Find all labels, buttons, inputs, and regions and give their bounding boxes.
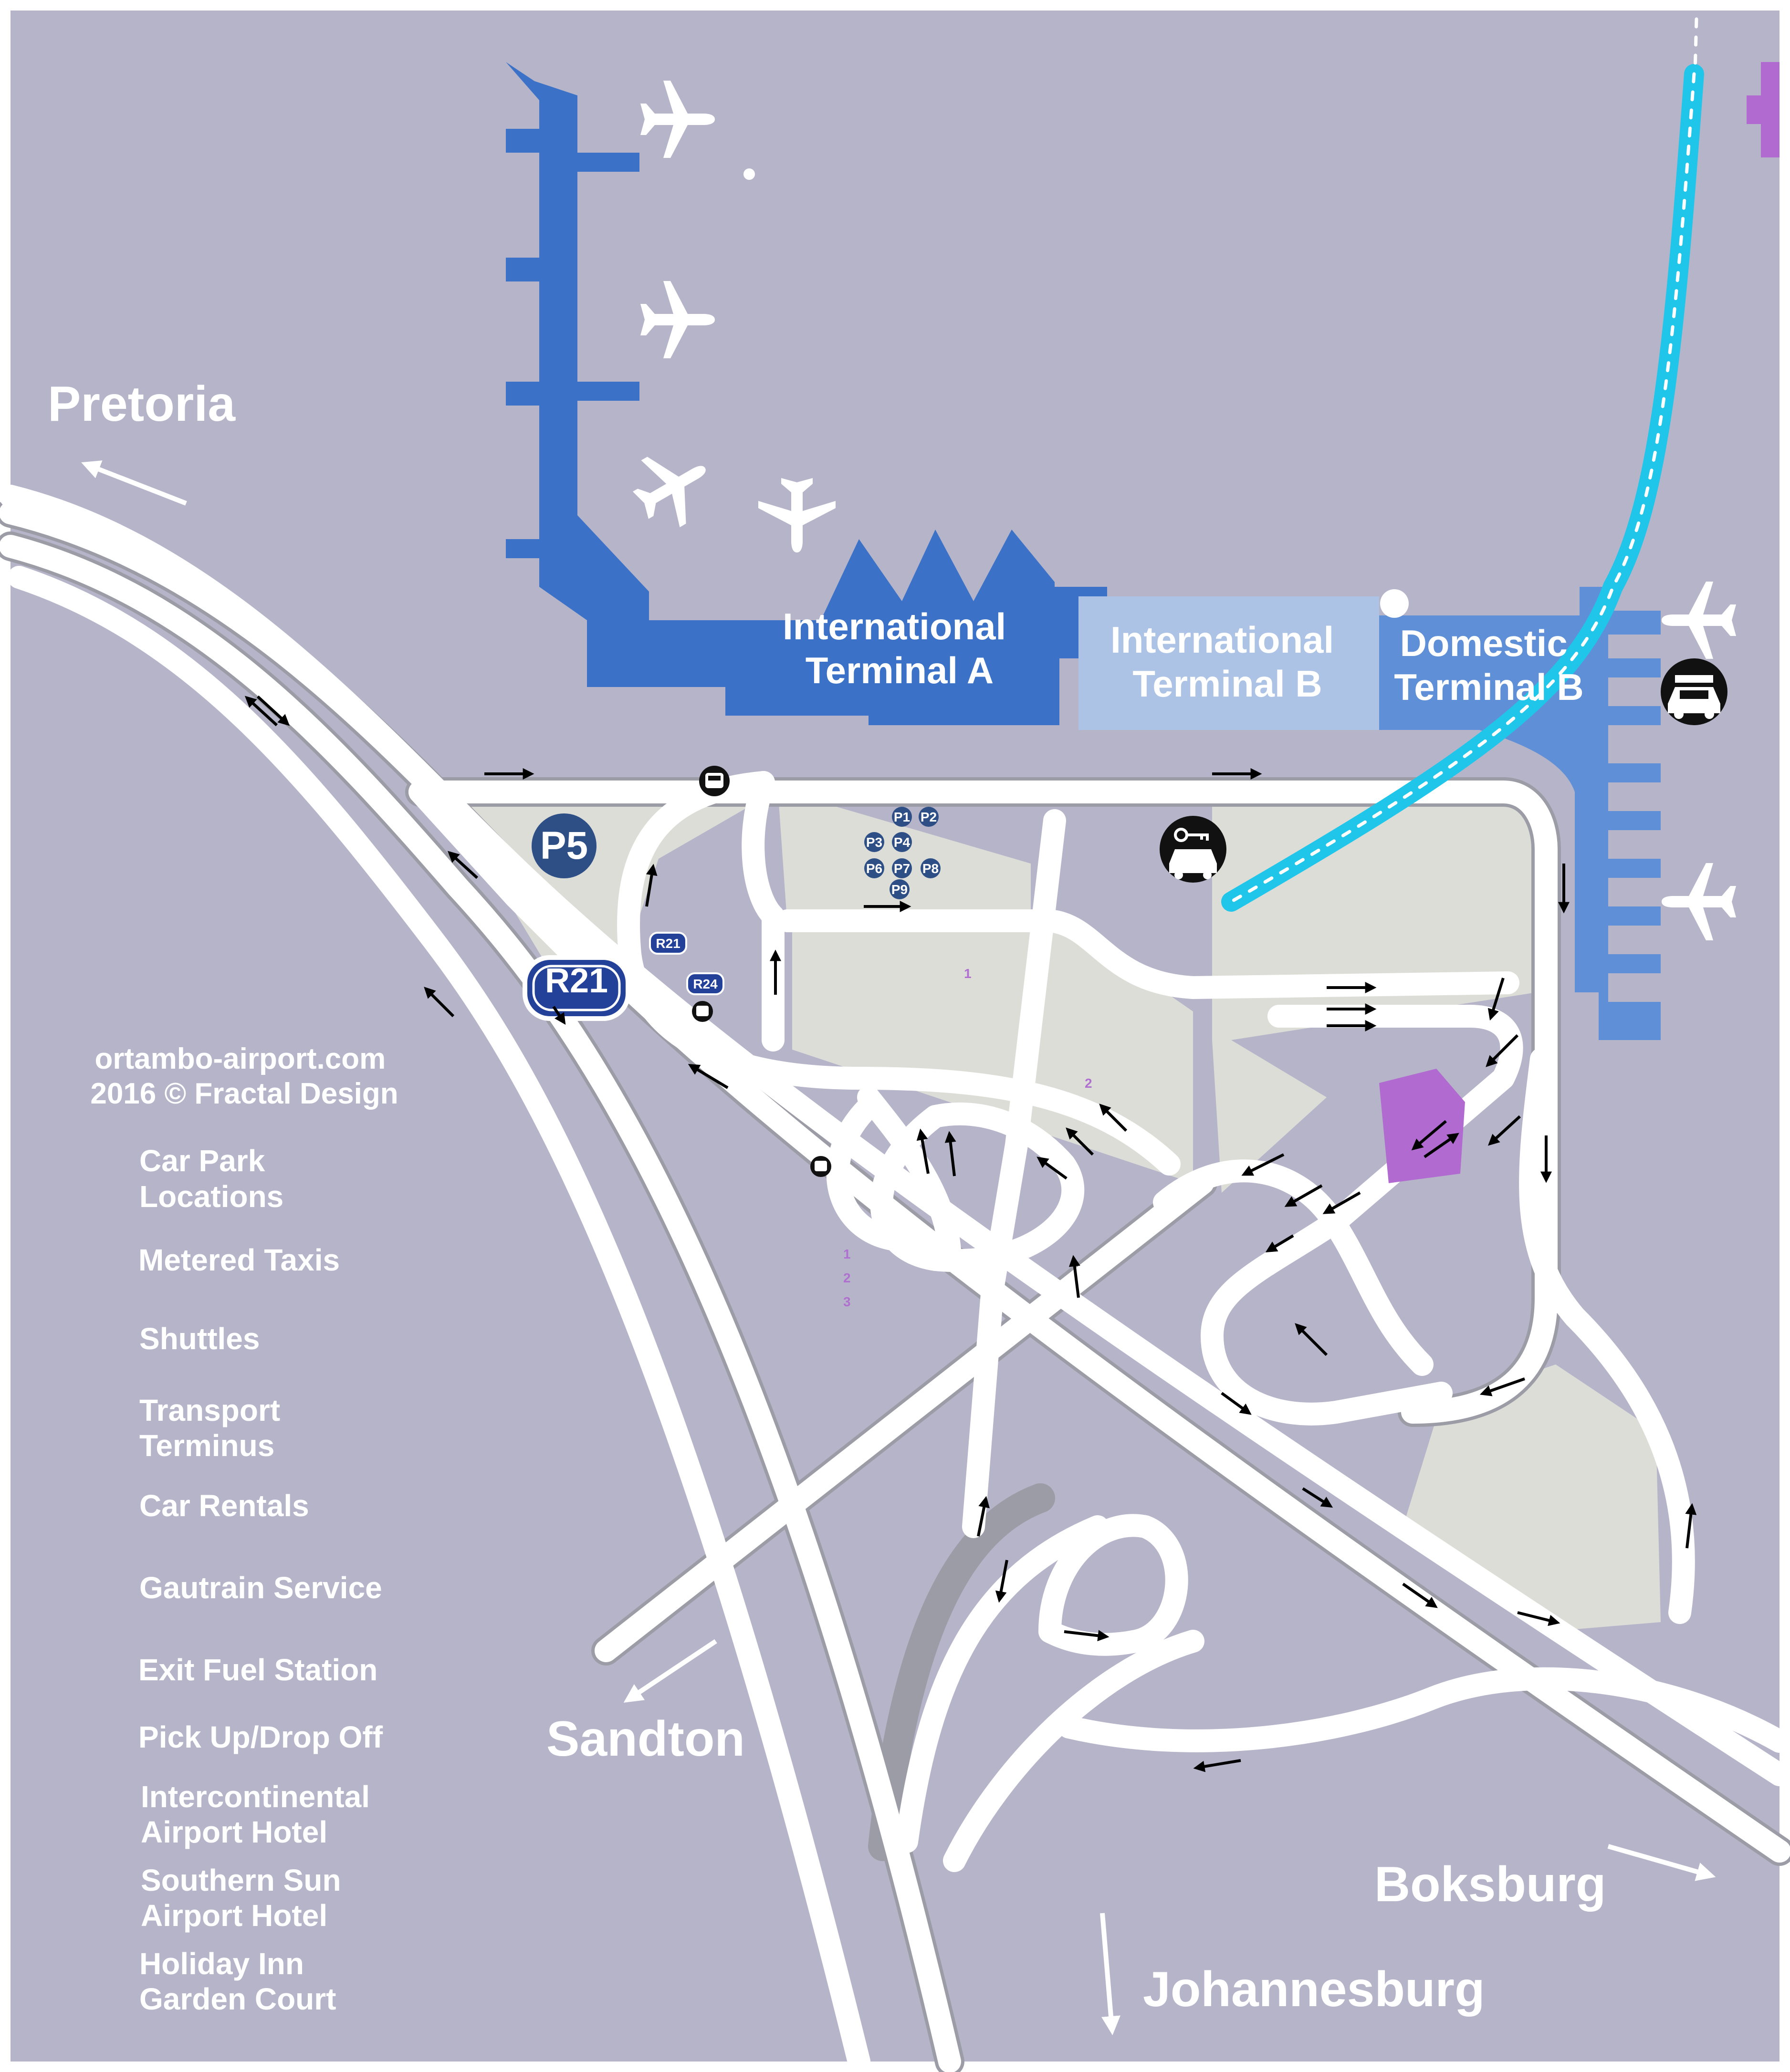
legend-intercontinental-airport-hotel[interactable]: Intercontinental Airport Hotel [141,1780,378,1849]
label-domestic-terminal-b: Domestic Terminal B [1394,622,1583,708]
arrow-boksburg [1607,1844,1716,1881]
legend-car-park-locations[interactable]: Car Park Locations [139,1144,283,1214]
svg-text:R21: R21 [656,936,680,951]
svg-text:P8: P8 [922,861,939,876]
svg-text:P2: P2 [921,810,937,824]
car-park-central[interactable] [778,790,1031,926]
parking-badge-p2[interactable]: P2 [919,807,939,827]
international-pier[interactable] [506,62,1107,725]
gautrain-line [1221,17,1704,912]
svg-text:P3: P3 [866,835,882,850]
shuttle-icon[interactable] [692,1001,713,1022]
parking-badge-p5[interactable]: P5 [532,813,597,878]
route-shield-r21-large[interactable]: R21 [523,955,630,1021]
destination-arrows [81,460,1716,2035]
lane-number: 3 [843,1294,851,1309]
lane-number: 1 [964,966,972,981]
route-shield-r21-large-label: R21 [545,962,608,1000]
car-park-p5[interactable] [444,787,783,992]
parking-badge-p9[interactable]: P9 [890,879,910,899]
svg-text:P6: P6 [866,861,882,876]
terminal-marker [1380,589,1409,618]
road-sandton [595,1172,1214,1662]
credit-text: ortambo-airport.com 2016 © Fractal Desig… [90,1042,398,1110]
parking-badge-p3[interactable]: P3 [864,832,884,852]
highway-johannesburg [0,535,961,2072]
legend-shuttles[interactable]: Shuttles [139,1322,260,1356]
purple-marker [1747,62,1780,157]
terminal-loop-road [408,781,1558,1424]
legend-transport-terminus[interactable]: Transport Terminus [139,1393,289,1463]
legend-pick-up-drop-off[interactable]: Pick Up/Drop Off [138,1720,383,1754]
svg-text:R24: R24 [693,977,718,991]
airplane-icons [621,81,1736,940]
route-shield-r21-small[interactable]: R21 [649,932,687,955]
parking-badge-p4[interactable]: P4 [892,832,912,852]
lane-number: 2 [843,1270,851,1285]
legend-car-rentals[interactable]: Car Rentals [139,1489,309,1523]
lane-number: 1 [843,1247,851,1261]
destination-johannesburg: Johannesburg [1143,1962,1485,2017]
svg-text:P4: P4 [894,835,911,850]
arrow-johannesburg [1100,1913,1120,2035]
legend-holiday-inn-garden-court[interactable]: Holiday Inn Garden Court [139,1947,336,2016]
taxi-icon[interactable] [1661,658,1727,725]
transport-terminus[interactable] [1379,1069,1465,1183]
parking-badges-small: P1 P2 P3 P4 P6 P7 P8 P9 [864,807,941,899]
bus-icon [810,1156,831,1177]
route-shield-r24[interactable]: R24 [686,972,724,995]
domestic-terminal-b-building[interactable] [1379,587,1661,1040]
car-rental-icon[interactable] [1160,816,1226,883]
label-international-terminal-b: International Terminal B [1110,619,1344,705]
bus-icon[interactable] [699,766,730,796]
lane-number: 2 [1085,1076,1092,1091]
parking-badge-p6[interactable]: P6 [864,858,884,878]
legend-exit-fuel-station[interactable]: Exit Fuel Station [138,1653,377,1687]
svg-text:P9: P9 [891,882,908,897]
arrow-sandton [623,1639,717,1703]
legend-gautrain-service[interactable]: Gautrain Service [139,1571,382,1605]
traffic-arrows [244,695,1697,1772]
parking-badge-p1[interactable]: P1 [892,807,912,827]
terminal-buildings [506,62,1780,1183]
parking-badge-p7[interactable]: P7 [892,858,912,878]
parking-badge-p8[interactable]: P8 [921,858,941,878]
arrow-pretoria [81,460,187,506]
destination-pretoria: Pretoria [48,376,236,432]
destination-boksburg: Boksburg [1374,1857,1606,1912]
international-terminal-b-building[interactable] [1078,596,1379,730]
svg-text:P1: P1 [894,810,910,824]
label-international-terminal-a: International Terminal A [783,605,1016,691]
svg-text:P7: P7 [894,861,910,876]
legend-southern-sun-airport-hotel[interactable]: Southern Sun Airport Hotel [141,1863,349,1933]
map-legend: Car Park Locations Metered Taxis Shuttle… [138,1144,383,2016]
destination-sandton: Sandton [546,1711,745,1767]
legend-metered-taxis[interactable]: Metered Taxis [138,1243,340,1277]
parking-badge-p5-label: P5 [540,824,588,867]
